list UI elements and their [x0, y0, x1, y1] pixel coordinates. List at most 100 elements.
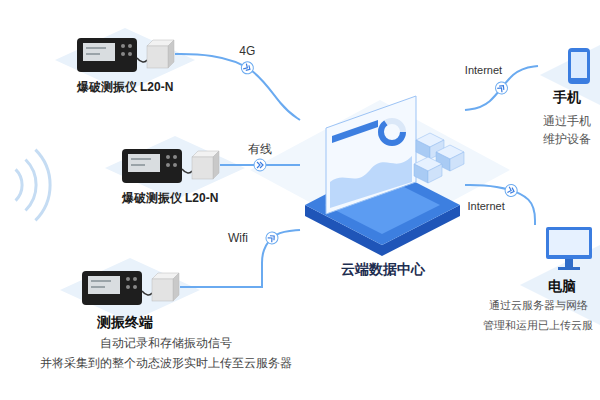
- device-button: [128, 52, 132, 56]
- edge-label: Internet: [465, 199, 506, 213]
- connector: [175, 54, 300, 120]
- phone-icon: [538, 46, 596, 86]
- device-node: 爆破测振仪 L20-N: [75, 32, 175, 95]
- node-heading: 测振终端: [35, 309, 297, 331]
- device-screen: [88, 276, 120, 294]
- node-body: 通过云服务器与网络 管理和运用已上传云服: [480, 295, 596, 335]
- edge-label: 4G: [237, 44, 257, 58]
- device-button: [166, 155, 170, 159]
- server-cube: [414, 164, 428, 183]
- device-button: [173, 155, 177, 159]
- node-heading: 手机: [538, 86, 596, 106]
- terminal-node: 测振终端自动记录和存储振动信号 并将采集到的整个动态波形实时上传至云服务器: [35, 265, 297, 373]
- chevron-circle: [263, 230, 280, 247]
- device-body: [122, 149, 182, 183]
- sensor-side: [213, 151, 219, 179]
- screen-line: [131, 164, 145, 166]
- chevron-mark: [254, 159, 266, 171]
- wireless-arc: [16, 169, 22, 200]
- connector-group: [175, 54, 538, 265]
- connector: [262, 230, 300, 265]
- node-body: 通过手机 维护设备: [538, 106, 596, 148]
- device-button: [128, 44, 132, 48]
- sensor-side: [168, 40, 174, 68]
- chevron-mark: [263, 230, 280, 247]
- device-button: [121, 44, 125, 48]
- device-screen: [83, 43, 115, 61]
- node-body: 自动记录和存储振动信号 并将采集到的整个动态波形实时上传至云服务器: [35, 331, 297, 373]
- chevron-circle: [493, 80, 510, 97]
- wireless-arc: [26, 160, 37, 211]
- sensor-front: [192, 157, 213, 179]
- wave-chart: [330, 156, 412, 208]
- edge-label: 有线: [246, 142, 274, 156]
- monitor-body: [546, 227, 592, 259]
- device-icon: [75, 32, 175, 76]
- cloud-node: 云端数据中心: [300, 70, 465, 278]
- pc-icon: [480, 225, 596, 275]
- screen-line: [86, 47, 106, 49]
- edge-label: Internet: [463, 63, 504, 77]
- monitor-stand: [565, 259, 573, 267]
- device-screen: [128, 154, 160, 172]
- device-button: [173, 163, 177, 167]
- dashboard-screen: [326, 96, 416, 214]
- device-button: [166, 163, 170, 167]
- server-cube: [450, 152, 464, 171]
- chevron-path: [497, 84, 505, 92]
- node-heading: 爆破测振仪 L20-N: [75, 76, 175, 95]
- connector: [465, 185, 535, 225]
- chevron-mark: [493, 80, 510, 97]
- screen-line: [86, 53, 100, 55]
- sensor-cable: [142, 291, 152, 295]
- chevron-mark: [239, 60, 256, 77]
- device-button: [126, 277, 130, 281]
- sensor-cable: [137, 58, 147, 62]
- device-node: 爆破测振仪 L20-N: [120, 143, 220, 206]
- device-wire: [180, 265, 262, 287]
- sensor-front: [147, 46, 168, 68]
- chevron-path: [243, 64, 251, 72]
- chevron-circle: [254, 159, 266, 171]
- dashboard-bar: [332, 120, 378, 143]
- screen-line: [91, 280, 111, 282]
- device-icon: [120, 143, 220, 187]
- edge-label: Wifi: [226, 231, 250, 245]
- phone-node: 手机通过手机 维护设备: [538, 46, 596, 148]
- device-body: [82, 271, 142, 305]
- donut-arc: [381, 121, 403, 143]
- sensor-front: [152, 279, 173, 301]
- pc-node: 电脑通过云服务器与网络 管理和运用已上传云服: [480, 225, 596, 335]
- chevron-circle: [504, 183, 519, 198]
- platform-tile: [60, 258, 200, 322]
- screen-line: [91, 286, 105, 288]
- node-heading: 云端数据中心: [300, 260, 465, 278]
- chevron-group: [239, 60, 519, 247]
- donut-ring: [381, 121, 403, 143]
- device-button: [121, 52, 125, 56]
- server-cube: [428, 164, 442, 183]
- device-body: [77, 38, 137, 72]
- chevron-mark: [504, 183, 519, 198]
- chevron-path: [268, 234, 276, 242]
- sensor-side: [173, 273, 179, 301]
- chevron-circle: [239, 60, 256, 77]
- phone-body: [568, 48, 590, 84]
- node-heading: 爆破测振仪 L20-N: [120, 187, 220, 206]
- cloud-platform-icon: [300, 70, 465, 260]
- sensor-cable: [182, 169, 192, 173]
- device-button: [133, 277, 137, 281]
- server-cube: [416, 140, 430, 159]
- device-icon: [80, 265, 180, 309]
- platform-tile: [105, 136, 245, 200]
- wireless-arc: [35, 150, 50, 221]
- chevron-path: [257, 162, 263, 168]
- monitor-screen: [549, 230, 589, 255]
- node-heading: 电脑: [480, 275, 596, 295]
- monitor-base: [558, 267, 580, 270]
- device-button: [133, 285, 137, 289]
- phone-screen: [571, 52, 587, 78]
- device-button: [126, 285, 130, 289]
- chevron-path: [507, 187, 515, 195]
